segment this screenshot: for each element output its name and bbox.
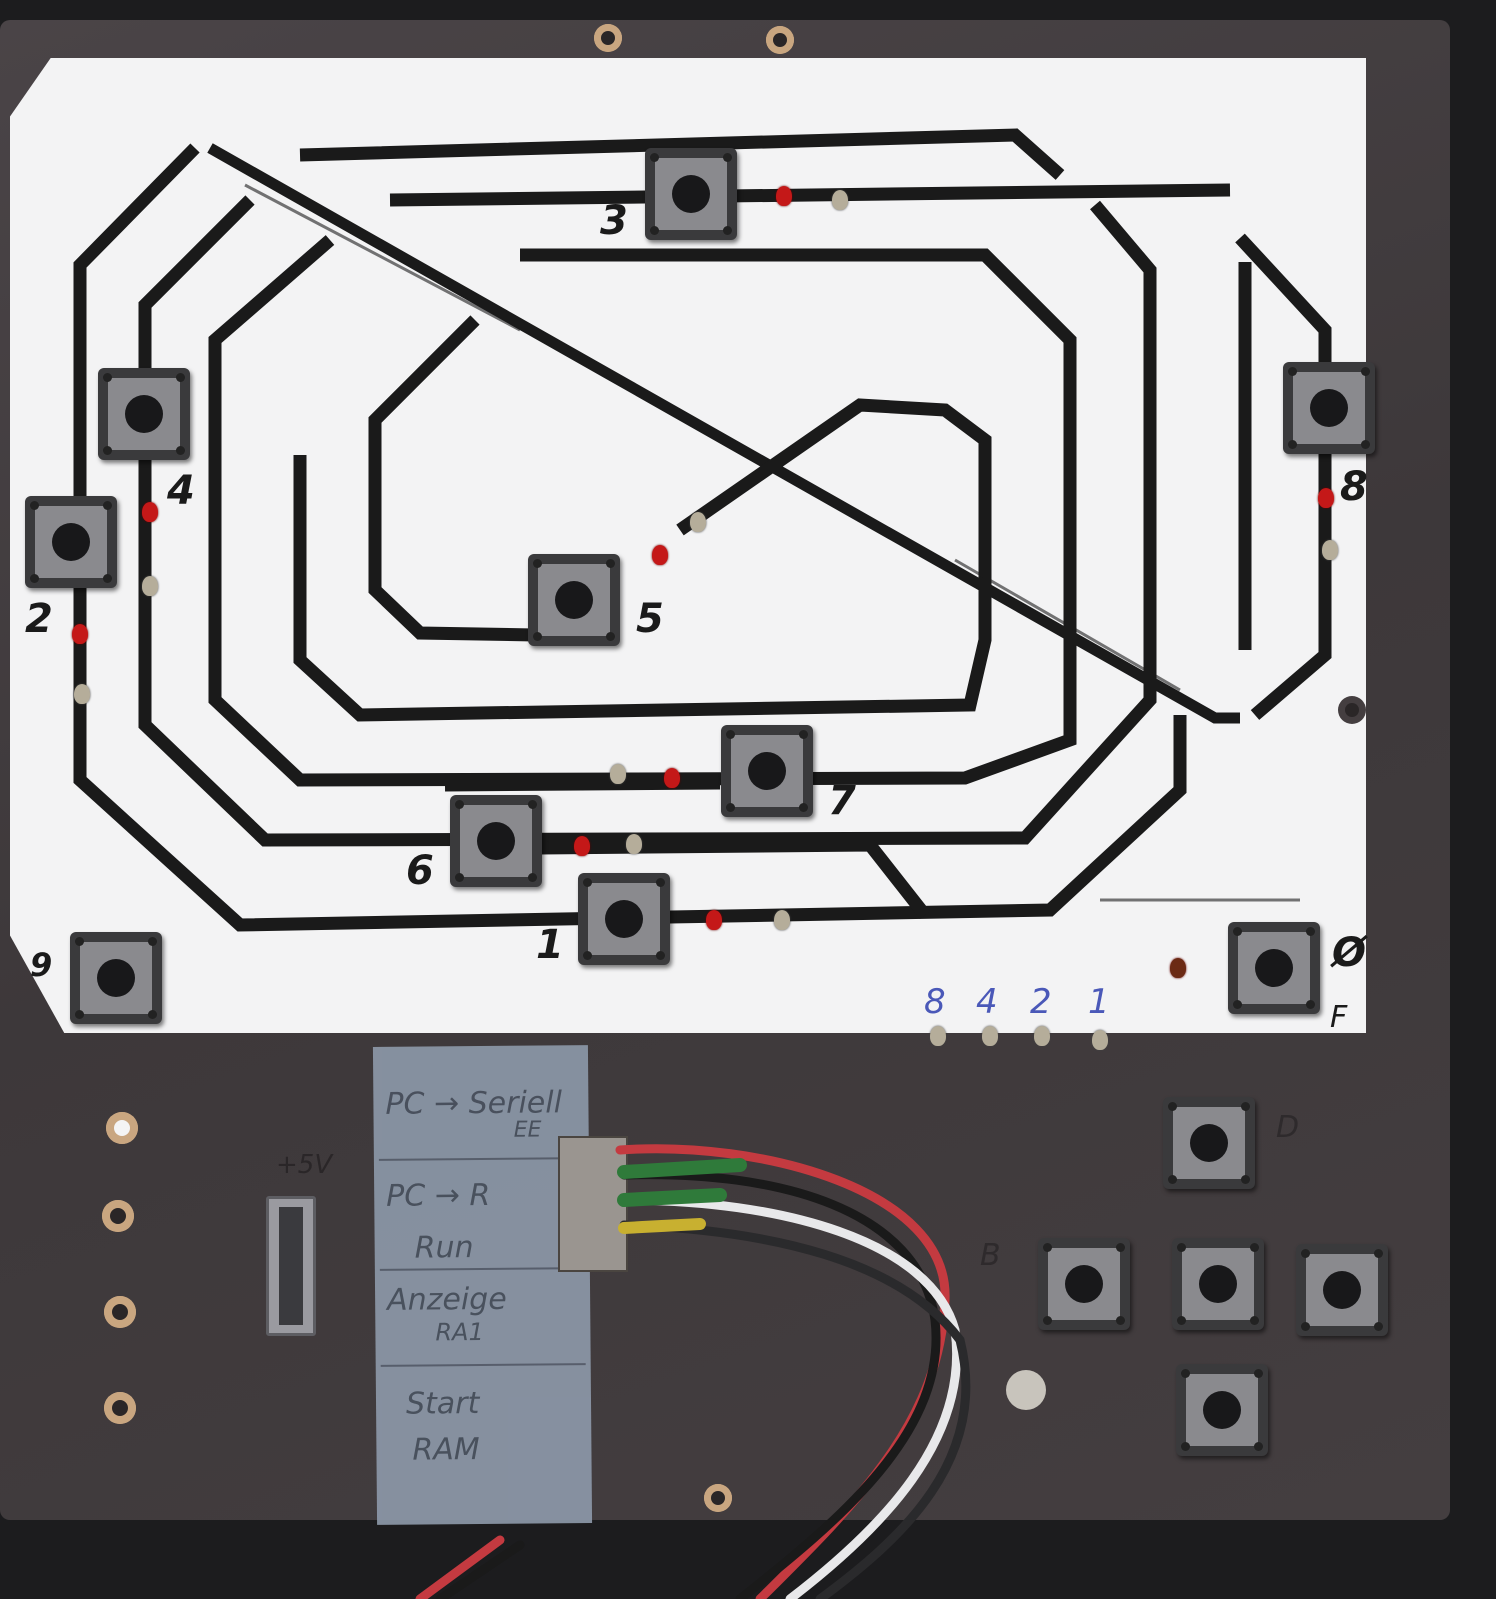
toggle-hole-4[interactable] (104, 1392, 136, 1424)
track-spur-6 (539, 838, 931, 920)
track-button-8[interactable] (1283, 362, 1375, 454)
led-clear (1322, 540, 1338, 560)
led-clear (74, 684, 90, 704)
led-red (664, 768, 680, 788)
track-label-1: 1 (536, 922, 564, 968)
corner-mark: F (1330, 1000, 1348, 1035)
track-button-7[interactable] (721, 725, 813, 817)
binary-led-4 (982, 1026, 998, 1046)
led-clear (832, 190, 848, 210)
track-button-6[interactable] (450, 795, 542, 887)
track-button-5[interactable] (528, 554, 620, 646)
led-clear (626, 834, 642, 854)
keypad-button-top[interactable] (1163, 1097, 1255, 1189)
keypad-letter-d: D (1276, 1110, 1300, 1145)
pencil-line-2 (954, 558, 1181, 692)
indicator-hole-1 (106, 1112, 138, 1144)
track-label-3: 3 (600, 198, 628, 244)
track-label-6: 6 (406, 848, 434, 894)
mounting-hole (704, 1484, 732, 1512)
led-red (72, 624, 88, 644)
keypad-letter-b: B (980, 1238, 1001, 1273)
mounting-screw (1006, 1370, 1046, 1410)
led-clear (690, 512, 706, 532)
mounting-hole-right (1338, 696, 1366, 724)
keypad-button-left[interactable] (1038, 1238, 1130, 1330)
binary-led-1 (1092, 1030, 1108, 1050)
track-button-4[interactable] (98, 368, 190, 460)
track-diagonal (207, 143, 1240, 724)
toggle-hole-3[interactable] (104, 1296, 136, 1328)
led-red (776, 186, 792, 206)
track-label-5: 5 (636, 596, 664, 642)
binary-label-8: 8 (924, 982, 946, 1022)
track-third-loop (208, 235, 1077, 787)
keypad-button-right[interactable] (1296, 1244, 1388, 1336)
led-clear (774, 910, 790, 930)
track-label-9: 9 (30, 946, 53, 984)
track-label-2: 2 (25, 596, 53, 642)
led-red (574, 836, 590, 856)
binary-label-4: 4 (976, 982, 998, 1022)
usb-port[interactable] (266, 1196, 316, 1336)
keypad-button-center[interactable] (1172, 1238, 1264, 1330)
led-red (1318, 488, 1334, 508)
led-red (706, 910, 722, 930)
keypad-button-bottom[interactable] (1176, 1364, 1268, 1456)
track-button-2[interactable] (25, 496, 117, 588)
toggle-hole-2[interactable] (102, 1200, 134, 1232)
led-red (1170, 958, 1186, 978)
track-label-4: 4 (167, 468, 195, 514)
binary-led-2 (1034, 1026, 1050, 1046)
led-red (652, 545, 668, 565)
track-button-0[interactable] (1228, 922, 1320, 1014)
track-button-3[interactable] (645, 148, 737, 240)
track-button-1[interactable] (578, 873, 670, 965)
track-label-7: 7 (828, 778, 856, 824)
binary-led-8 (930, 1026, 946, 1046)
track-inner-loop (293, 315, 992, 722)
mounting-hole-top (594, 24, 622, 52)
track-label-0: Ø (1332, 930, 1367, 976)
usb-label: +5V (276, 1150, 333, 1180)
track-label-8: 8 (1340, 464, 1368, 510)
binary-label-2: 2 (1030, 982, 1052, 1022)
track-outer-loop (73, 128, 1187, 932)
led-red (142, 502, 158, 522)
binary-label-1: 1 (1088, 982, 1110, 1022)
pencil-line-1 (244, 183, 521, 332)
mounting-hole-top-2 (766, 26, 794, 54)
led-clear (610, 764, 626, 784)
track-button-9[interactable] (70, 932, 162, 1024)
led-clear (142, 576, 158, 596)
